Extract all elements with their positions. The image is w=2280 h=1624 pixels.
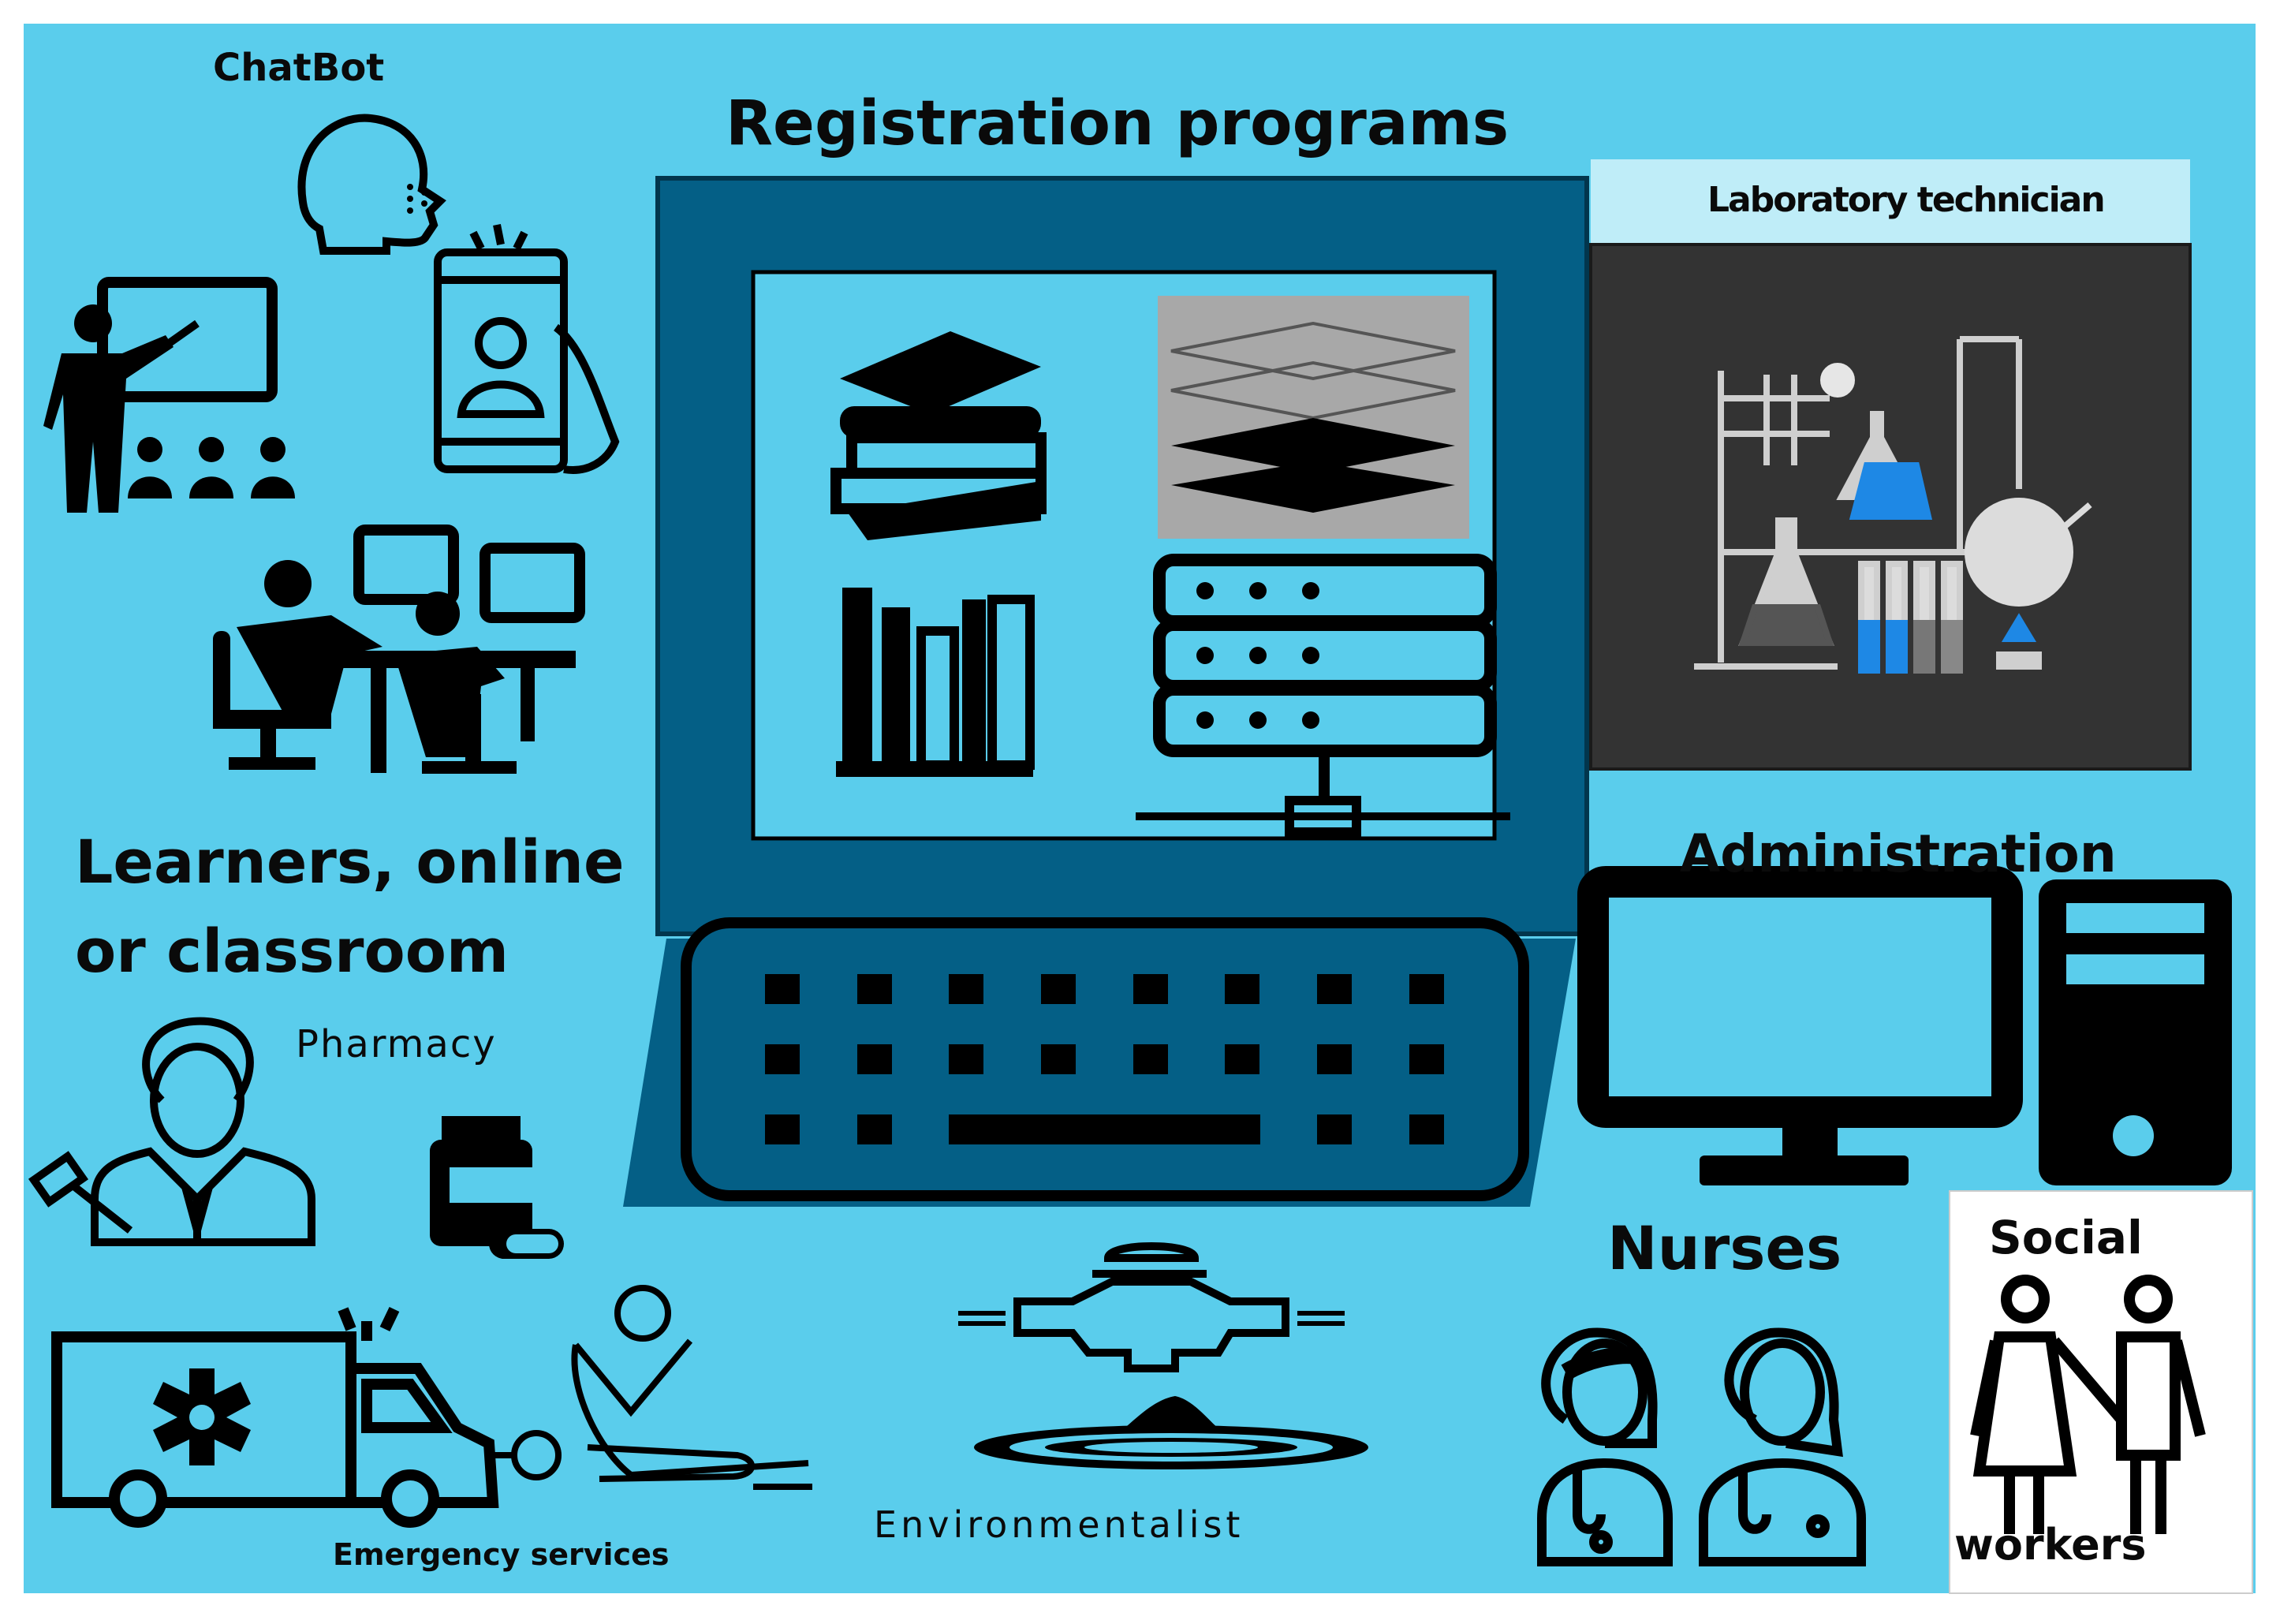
smartphone-icon	[434, 224, 620, 474]
diagram-title: Registration programs	[726, 88, 1509, 159]
keyboard	[681, 917, 1529, 1201]
online-learners-icon	[213, 525, 585, 774]
social-workers-panel	[1949, 1190, 2253, 1594]
workers-label: workers	[1954, 1520, 2147, 1570]
nurses-icon	[1537, 1327, 1866, 1566]
server-icon	[1136, 554, 1510, 837]
learners-label-line1: Learners, online	[75, 827, 625, 897]
nurses-label: Nurses	[1607, 1213, 1842, 1283]
pharmacist-icon	[91, 1017, 315, 1246]
medical-star-icon	[153, 1368, 251, 1465]
environmentalist-label: Environmentalist	[874, 1503, 1244, 1546]
speech-dots	[407, 184, 427, 214]
administration-label: Administration	[1680, 823, 2117, 884]
lab-header	[1591, 159, 2190, 245]
learners-label-line2: or classroom	[75, 916, 509, 986]
couple-icon	[1970, 1275, 2206, 1534]
bookshelf-icon	[836, 588, 1035, 777]
books-stack-icon	[830, 331, 1047, 540]
mortar-pestle-icon	[28, 1151, 133, 1234]
teacher-classroom-icon	[43, 277, 295, 513]
medicine-bottle-icon	[430, 1116, 564, 1259]
emergency-services-label: Emergency services	[333, 1537, 670, 1572]
lab-equipment-icon	[1694, 336, 2092, 674]
ambulance-icon	[51, 1306, 499, 1528]
keyboard-keys	[765, 974, 1444, 1144]
chatbot-head-icon	[297, 114, 446, 255]
environmentalist-icon	[958, 1242, 1368, 1469]
cpr-icon	[493, 1285, 812, 1490]
administration-computer-icon	[1577, 866, 2232, 1185]
lab-technician-label: Laboratory technician	[1707, 180, 2106, 220]
layers-icon	[1158, 296, 1469, 539]
chatbot-label: ChatBot	[213, 46, 385, 90]
social-label: Social	[1989, 1211, 2143, 1264]
lab-technician-panel	[1589, 159, 2192, 771]
pharmacy-label: Pharmacy	[296, 1022, 497, 1066]
